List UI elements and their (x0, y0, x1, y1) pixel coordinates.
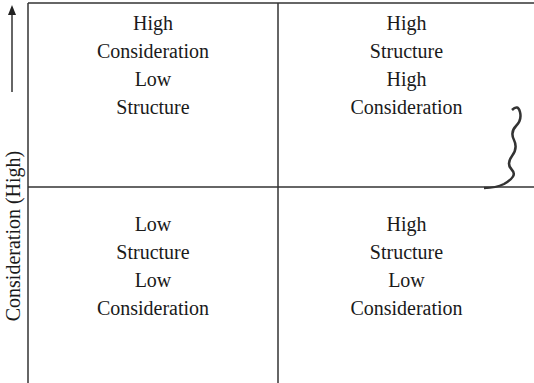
axis-label: Consideration (High) (2, 151, 24, 322)
quadrant-cell: Low Structure Low Consideration (29, 188, 277, 383)
quadrant-text: Low Structure Low Consideration (97, 210, 209, 322)
quadrant-text: High Structure High Consideration (350, 9, 462, 121)
quadrant-text: High Structure Low Consideration (350, 210, 462, 322)
quadrant-text: High Consideration Low Structure (97, 9, 209, 121)
horizontal-divider (28, 186, 534, 188)
top-border (28, 2, 534, 4)
quadrant-cell: High Consideration Low Structure (29, 4, 277, 186)
left-border (27, 3, 29, 383)
scan-squiggle (484, 107, 521, 188)
vertical-divider (277, 3, 279, 383)
quadrant-cell: High Structure Low Consideration (279, 188, 534, 383)
quadrant-cell: High Structure High Consideration (279, 4, 534, 186)
axis-arrow (11, 10, 13, 92)
